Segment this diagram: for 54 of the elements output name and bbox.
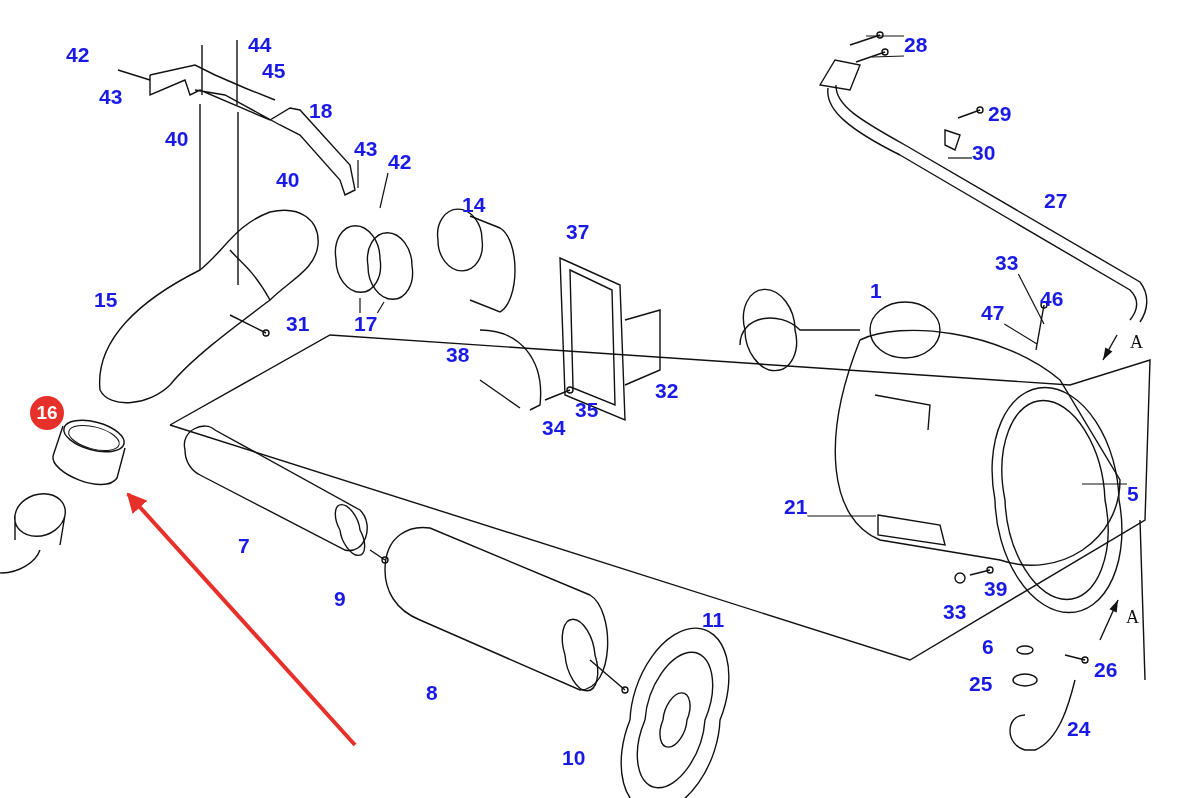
callout-number: 6 bbox=[982, 636, 994, 658]
callout-number: 44 bbox=[248, 34, 272, 56]
view-marker: A bbox=[1126, 607, 1139, 627]
callout-number: 1 bbox=[870, 280, 882, 302]
callout-number: 14 bbox=[462, 194, 486, 216]
leader-line bbox=[865, 35, 905, 37]
callout-number: 33 bbox=[943, 601, 967, 623]
callout-number: 5 bbox=[1127, 483, 1139, 505]
leader-line bbox=[359, 297, 361, 314]
callout-number: 42 bbox=[388, 151, 412, 173]
callout-number: 34 bbox=[542, 417, 566, 439]
callout-number: 39 bbox=[984, 578, 1008, 600]
leader-line bbox=[947, 157, 973, 159]
arrow bbox=[126, 492, 357, 747]
leader-line bbox=[1081, 483, 1128, 485]
leader-line bbox=[379, 172, 389, 209]
callout-number: 28 bbox=[904, 34, 928, 56]
callout-number: 29 bbox=[988, 103, 1012, 125]
callout-badge: 16 bbox=[30, 396, 64, 430]
callout-number: 7 bbox=[238, 535, 250, 557]
callout-number: 21 bbox=[784, 496, 808, 518]
callout-number: 15 bbox=[94, 289, 118, 311]
callout-number: 37 bbox=[566, 221, 590, 243]
callout-number: 43 bbox=[354, 138, 378, 160]
callout-number: 11 bbox=[702, 609, 725, 631]
leader-line bbox=[871, 55, 905, 58]
callout-number: 24 bbox=[1067, 718, 1091, 740]
leader-line bbox=[806, 515, 877, 517]
callout-number: 40 bbox=[276, 169, 300, 191]
callout-number: 45 bbox=[262, 60, 286, 82]
callout-number: 10 bbox=[562, 747, 586, 769]
callout-number: 42 bbox=[66, 44, 90, 66]
callout-number: 26 bbox=[1094, 659, 1118, 681]
callout-number: 46 bbox=[1040, 288, 1064, 310]
callout-number: 25 bbox=[969, 673, 993, 695]
leader-line bbox=[1017, 273, 1045, 325]
callout-number: 35 bbox=[575, 399, 599, 421]
callout-number: 40 bbox=[165, 128, 189, 150]
callout-number: 8 bbox=[426, 682, 438, 704]
callout-number: 33 bbox=[995, 252, 1019, 274]
callout-number: 17 bbox=[354, 313, 378, 335]
leader-line bbox=[376, 301, 385, 314]
leader-line bbox=[1003, 323, 1038, 345]
callout-number: 47 bbox=[981, 302, 1005, 324]
callout-number: 9 bbox=[334, 588, 346, 610]
view-marker: A bbox=[1130, 332, 1143, 352]
callout-number: 18 bbox=[309, 100, 333, 122]
callout-number: 43 bbox=[99, 86, 123, 108]
leader-line bbox=[357, 159, 359, 189]
callout-number: 27 bbox=[1044, 190, 1068, 212]
callout-number: 38 bbox=[446, 344, 470, 366]
callout-number: 30 bbox=[972, 142, 996, 164]
callout-number: 31 bbox=[286, 313, 310, 335]
callout-number: 32 bbox=[655, 380, 679, 402]
